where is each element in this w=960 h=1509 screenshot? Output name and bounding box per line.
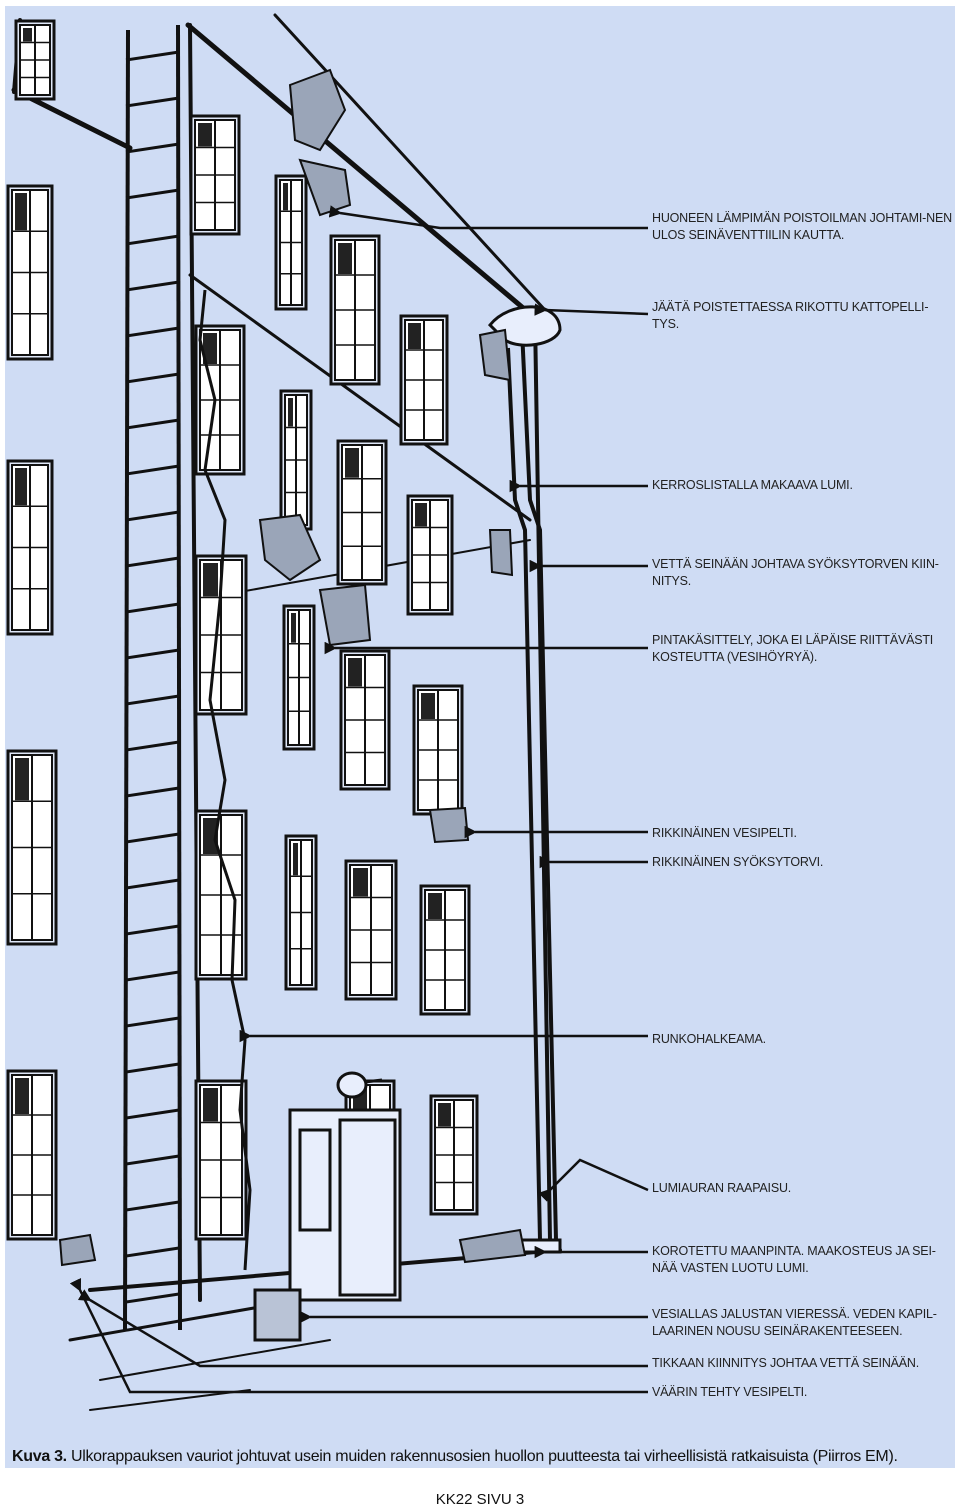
window-shade <box>438 1103 451 1127</box>
ladder-rung <box>125 832 180 844</box>
ladder-rung <box>125 326 180 338</box>
ladder-rung <box>125 1246 180 1258</box>
ladder-rung <box>125 142 180 154</box>
label-plow: LUMIAURAN RAAPAISU. <box>652 1181 792 1195</box>
window-shade <box>288 398 293 427</box>
caption-text: Ulkorappauksen vauriot johtuvat usein mu… <box>66 1448 898 1465</box>
ladder-rung <box>125 924 180 936</box>
caption-label: Kuva 3. <box>12 1448 67 1465</box>
ladder-rung <box>125 188 180 200</box>
ladder-rung <box>125 878 180 890</box>
label-ground: KOROTETTU MAANPINTA. MAAKOSTEUS JA SEI-N… <box>652 1244 936 1275</box>
label-roof: JÄÄTÄ POISTETTAESSA RIKOTTU KATTOPELLI-T… <box>652 300 929 331</box>
window-shade <box>415 503 427 527</box>
ladder-rung <box>125 280 180 292</box>
ladder-rail <box>176 24 182 1331</box>
window-shade <box>345 448 359 478</box>
callout-arrow <box>534 303 649 316</box>
ladder-rung <box>125 372 180 384</box>
callout-arrow <box>69 1277 648 1394</box>
callout-arrow <box>328 205 648 230</box>
window-shade <box>203 563 218 597</box>
ladder-rung <box>125 50 180 62</box>
window-shade <box>421 693 435 719</box>
cornice-line <box>273 13 547 312</box>
window-shade <box>353 868 368 897</box>
ladder-rung <box>125 970 180 982</box>
window-shade <box>203 333 217 364</box>
ladder-rung <box>125 1292 180 1304</box>
callout-arrow <box>77 1289 648 1368</box>
ladder-rung <box>125 602 180 614</box>
window-shade <box>293 843 298 876</box>
ladder-rung <box>125 694 180 706</box>
label-pipe-fix: VETTÄ SEINÄÄN JOHTAVA SYÖKSYTORVEN KIIN-… <box>652 557 939 588</box>
ladder-rung <box>125 556 180 568</box>
ladder-rung <box>125 1200 180 1212</box>
label-snow-ledge: KERROSLISTALLA MAKAAVA LUMI. <box>652 478 853 492</box>
label-coating: PINTAKÄSITTELY, JOKA EI LÄPÄISE RIITTÄVÄ… <box>652 633 934 664</box>
callout-arrows <box>69 205 649 1394</box>
figure-caption: Kuva 3. Ulkorappauksen vauriot johtuvat … <box>12 1448 898 1466</box>
facade-ladder <box>123 24 182 1331</box>
ladder-rung <box>125 786 180 798</box>
ground-detail <box>89 1339 331 1411</box>
facade-crack-icon <box>198 289 252 1271</box>
window-shade <box>291 613 296 643</box>
ladder-rung <box>125 1062 180 1074</box>
label-frame-crack: RUNKOHALKEAMA. <box>652 1032 766 1046</box>
ladder-rung <box>125 418 180 430</box>
label-downpipe: RIKKINÄINEN SYÖKSYTORVI. <box>652 855 824 869</box>
ladder-rung <box>125 1016 180 1028</box>
front-facade-roofline <box>185 22 538 321</box>
window-shade <box>203 1088 218 1122</box>
ladder-rung <box>125 96 180 108</box>
window-shade <box>203 818 218 854</box>
ladder-rung <box>125 234 180 246</box>
facade-right-corner <box>533 316 552 1242</box>
entrance-door <box>253 1108 402 1342</box>
ladder-rung <box>125 464 180 476</box>
callout-arrow <box>538 1158 649 1202</box>
window-shade <box>15 1078 29 1114</box>
damaged-plaster-icon <box>58 68 527 1267</box>
label-wrong-flashing: VÄÄRIN TEHTY VESIPELTI. <box>652 1385 808 1399</box>
window-shade <box>408 323 421 349</box>
page-footer: KK22 SIVU 3 <box>435 1491 525 1508</box>
ladder-rung <box>125 740 180 752</box>
ladder-rail <box>123 29 130 1331</box>
ladder-rung <box>125 648 180 660</box>
window-shade <box>338 243 352 274</box>
ladder-rung <box>125 1108 180 1120</box>
label-tight-fix: TIKKAAN KIINNITYS JOHTAA VETTÄ SEINÄÄN. <box>652 1356 920 1370</box>
window-shade <box>23 28 32 42</box>
window-shade <box>15 468 27 506</box>
window-shade <box>428 893 442 919</box>
label-flashing: RIKKINÄINEN VESIPELTI. <box>652 826 797 840</box>
window-shade <box>15 758 29 801</box>
label-exhaust: HUONEEN LÄMPIMÄN POISTOILMAN JOHTAMI-NEN… <box>652 211 952 242</box>
window-shade <box>348 658 362 687</box>
window-shade <box>198 123 212 147</box>
label-puddle: VESIALLAS JALUSTAN VIERESSÄ. VEDEN KAPIL… <box>652 1307 937 1338</box>
window-shade <box>15 193 27 231</box>
ladder-rung <box>125 1154 180 1166</box>
ladder-rung <box>125 510 180 522</box>
window-shade <box>283 183 288 211</box>
ledge-line <box>188 273 532 522</box>
wall-lamp-icon <box>336 1071 383 1099</box>
figure-panel <box>5 6 955 1468</box>
